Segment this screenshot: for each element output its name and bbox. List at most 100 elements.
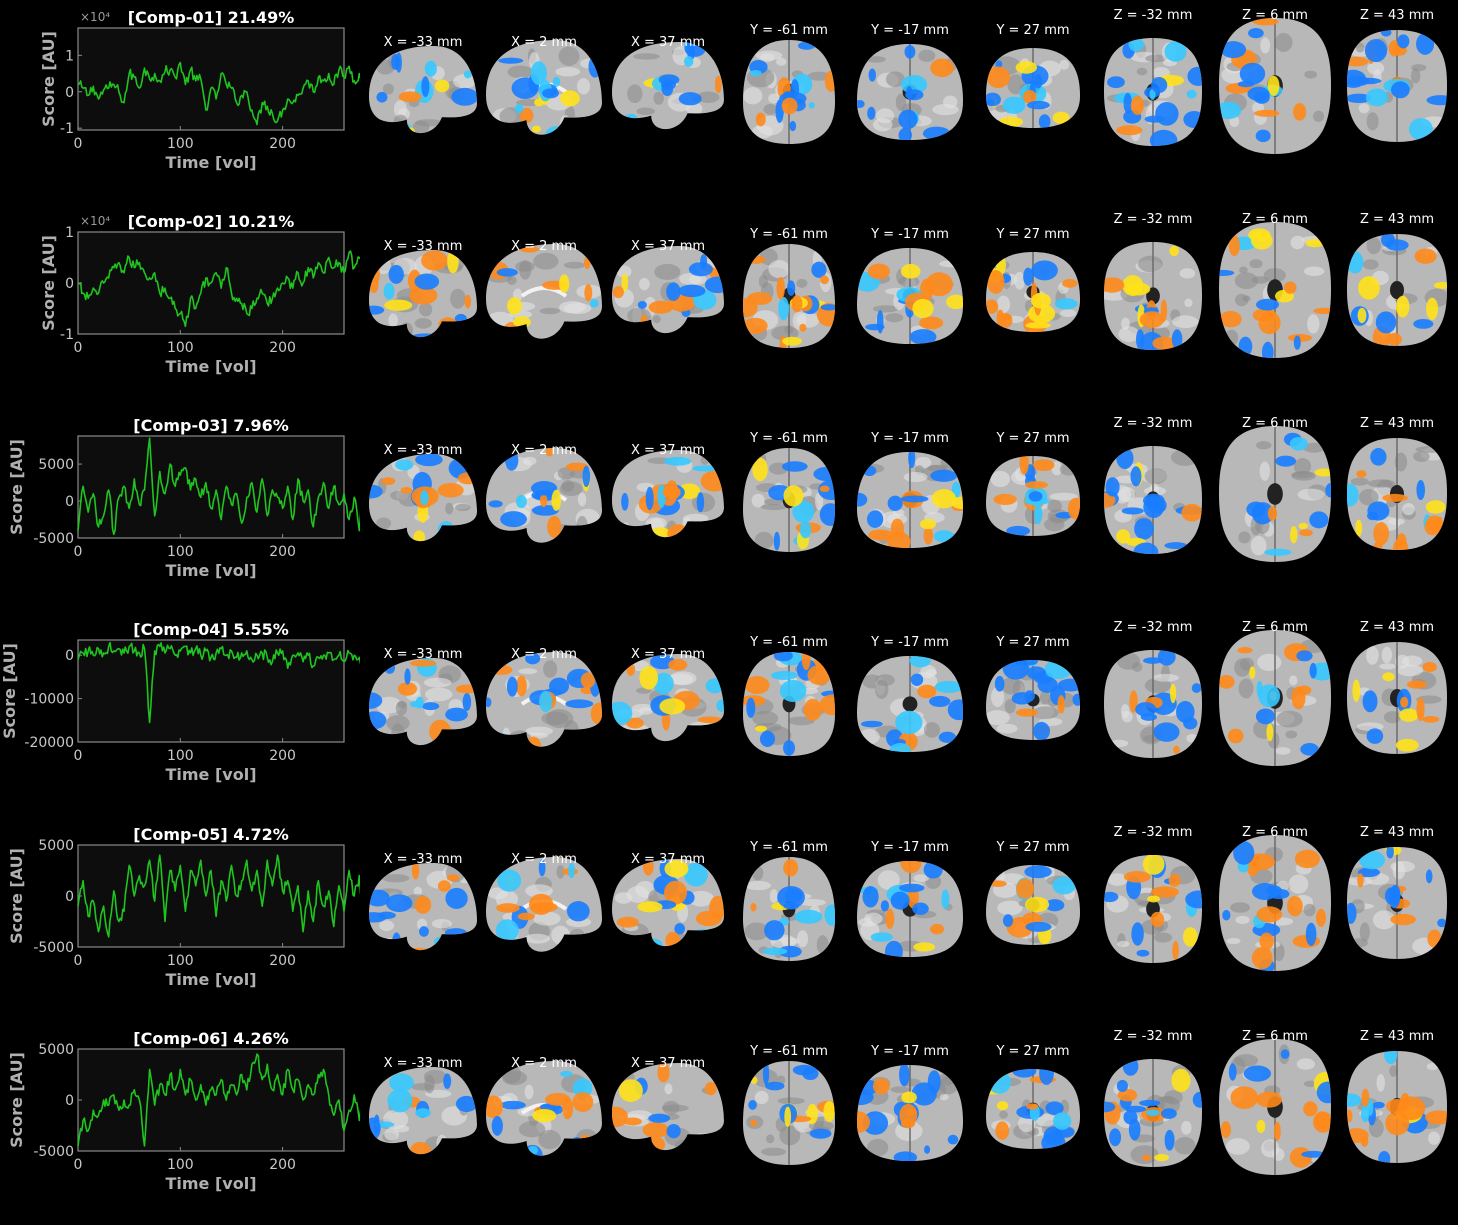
positive-activation [714, 75, 722, 94]
negative-activation [912, 902, 929, 915]
positive-activation [1025, 896, 1050, 913]
positive-activation [819, 694, 835, 716]
tissue-texture [424, 1074, 435, 1094]
negative-activation [811, 261, 827, 278]
negative-activation [688, 262, 713, 277]
slice-label: Z = -32 mm [1114, 212, 1193, 227]
positive-activation [1168, 873, 1181, 887]
negative-activation [986, 99, 994, 106]
tissue-texture [776, 57, 787, 66]
tissue-texture [423, 677, 452, 688]
x-tick-label: 200 [269, 748, 296, 764]
negative-activation [1105, 477, 1120, 497]
negative-activation [862, 1111, 889, 1135]
positive-activation [998, 116, 1023, 128]
slice-label: Z = -32 mm [1114, 416, 1193, 431]
tissue-texture [1144, 468, 1167, 485]
negative-activation [1136, 949, 1150, 957]
negative-activation [1134, 518, 1154, 540]
tissue-texture [1001, 677, 1021, 695]
tissue-texture [1304, 1080, 1318, 1088]
positive-activation [1305, 239, 1325, 248]
tissue-texture [1004, 698, 1016, 714]
tissue-texture [990, 470, 1011, 488]
tissue-texture [1290, 235, 1305, 250]
axial-slice-icon [1104, 855, 1202, 963]
negative-activation [1116, 447, 1134, 470]
tissue-texture [743, 87, 763, 105]
tissue-texture [393, 114, 408, 128]
negative-activation [1359, 850, 1385, 870]
positive-activation [1015, 708, 1038, 717]
negative-activation [1384, 887, 1399, 905]
positive-activation [1173, 745, 1180, 754]
x-tick-label: 0 [74, 544, 83, 560]
positive-activation [890, 518, 905, 539]
positive-activation [1219, 674, 1235, 689]
positive-activation [446, 330, 456, 338]
tissue-texture [397, 701, 407, 709]
y-tick-label: 5000 [38, 457, 74, 473]
negative-activation [1146, 1109, 1160, 1116]
negative-activation [808, 102, 815, 109]
negative-activation [1164, 41, 1187, 62]
tissue-texture [997, 900, 1023, 916]
positive-activation [1150, 911, 1165, 928]
tissue-texture [1184, 298, 1193, 308]
negative-activation [899, 883, 925, 893]
negative-activation [1309, 511, 1329, 529]
negative-activation [705, 678, 724, 694]
positive-activation [1228, 235, 1240, 257]
positive-activation [901, 1091, 917, 1104]
positive-activation [618, 1079, 643, 1102]
negative-activation [384, 662, 396, 674]
tissue-texture [1160, 1096, 1175, 1104]
tissue-texture [744, 922, 769, 941]
negative-activation [623, 113, 639, 129]
positive-activation [1426, 297, 1439, 321]
x-tick-label: 100 [167, 544, 194, 560]
negative-activation [552, 76, 561, 87]
tissue-texture [999, 1110, 1008, 1119]
positive-activation [1433, 282, 1447, 289]
negative-activation [491, 1115, 503, 1136]
slice-label: Z = 6 mm [1242, 825, 1308, 840]
tissue-texture [1426, 1062, 1439, 1071]
x-tick-label: 200 [269, 544, 296, 560]
positive-activation [437, 880, 451, 892]
positive-activation [560, 90, 580, 107]
positive-activation [662, 485, 681, 500]
y-axis-label: Score [AU] [0, 643, 19, 739]
positive-activation [1141, 1154, 1152, 1161]
negative-activation [1219, 101, 1242, 120]
slice-label: X = 2 mm [511, 1056, 577, 1071]
positive-activation [1294, 849, 1320, 869]
slice-label: Z = -32 mm [1114, 620, 1193, 635]
positive-activation [1316, 908, 1326, 927]
negative-activation [454, 313, 468, 325]
negative-activation [1024, 690, 1035, 702]
negative-activation [1275, 455, 1297, 467]
positive-activation [1130, 95, 1144, 115]
negative-activation [1107, 76, 1125, 89]
positive-activation [1181, 503, 1202, 522]
negative-activation [1362, 690, 1378, 713]
y-tick-label: 0 [65, 648, 74, 664]
positive-activation [659, 698, 686, 715]
negative-activation [414, 273, 440, 290]
negative-activation [1037, 676, 1058, 693]
tissue-texture [1372, 910, 1396, 930]
tissue-texture [1362, 259, 1379, 270]
negative-activation [389, 1073, 414, 1092]
tissue-texture [913, 874, 929, 882]
positive-activation [1361, 1088, 1370, 1107]
tissue-texture [569, 928, 585, 941]
negative-activation [661, 79, 676, 91]
negative-activation [1347, 902, 1357, 924]
y-axis-label: Score [AU] [7, 1052, 26, 1148]
slice-label: Z = 6 mm [1242, 212, 1308, 227]
negative-activation [1034, 502, 1043, 525]
tissue-texture [1107, 873, 1128, 886]
